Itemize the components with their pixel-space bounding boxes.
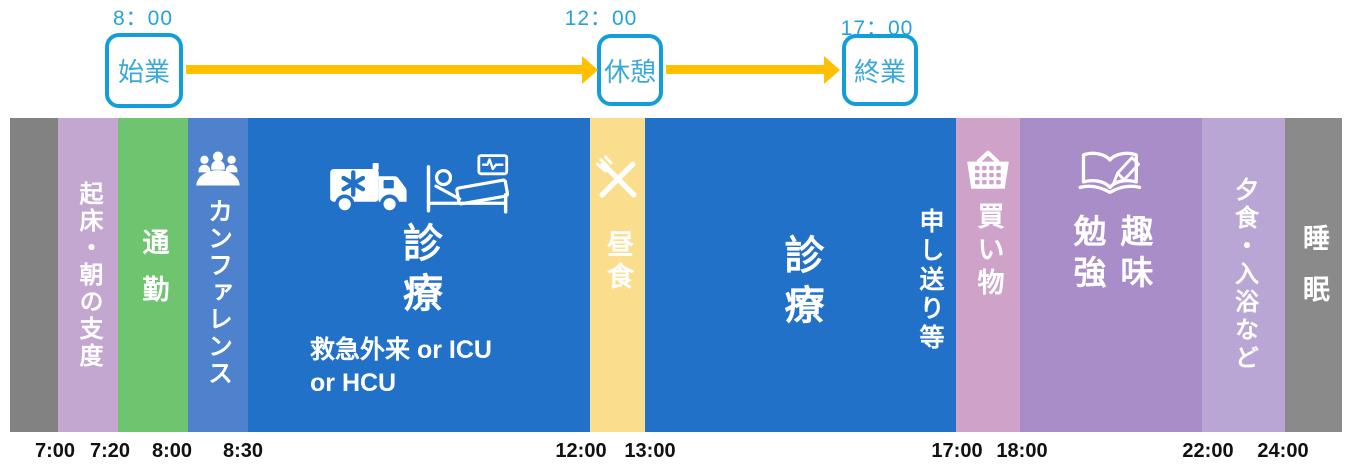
milestone-time-start: 8：00 xyxy=(112,7,174,30)
segment-lunch-label: 昼食 xyxy=(603,230,633,294)
axis-tick-0830: 8:30 xyxy=(222,440,264,462)
axis-tick-1700: 17:00 xyxy=(931,440,983,462)
segment-shopping-label: 買い物 xyxy=(973,202,1004,301)
segment-lunch: 昼食 xyxy=(590,118,645,432)
milestone-box-start: 始業 xyxy=(105,33,183,108)
segment-hobby-label: 趣味 xyxy=(1116,214,1153,296)
milestone-box-break: 休憩 xyxy=(597,34,663,106)
arrow-start-to-break xyxy=(186,65,583,74)
study-hobby-labels: 勉強 趣味 xyxy=(1069,214,1153,296)
milestone-label-start: 始業 xyxy=(117,57,170,87)
axis-tick-1200: 12:00 xyxy=(555,440,607,462)
arrow-start-to-break-head xyxy=(582,56,598,84)
axis-tick-0800: 8:00 xyxy=(151,440,193,462)
schedule-bar: 起床・朝の支度 通勤 カンファレンス xyxy=(10,118,1342,432)
axis-tick-1800: 18:00 xyxy=(996,440,1048,462)
book-pencil-icon xyxy=(1078,151,1142,194)
segment-care-pm-label: 診療 xyxy=(778,234,823,334)
segment-conference-label: カンファレンス xyxy=(204,198,233,387)
segment-care-pm: 診療 申し送り等 xyxy=(645,118,956,432)
segment-sleep: 睡眠 xyxy=(1285,118,1342,432)
milestone-label-break: 休憩 xyxy=(603,56,656,87)
segment-sleep-label: 睡眠 xyxy=(1299,224,1329,326)
cutlery-icon xyxy=(595,155,637,198)
arrow-break-to-end-head xyxy=(824,56,840,84)
axis-tick-0720: 7:20 xyxy=(89,440,131,462)
arrow-break-to-end xyxy=(666,65,825,74)
ambulance-icon xyxy=(330,162,407,214)
segment-shopping: 買い物 xyxy=(956,118,1020,432)
care-am-icons xyxy=(329,154,509,214)
segment-pre-wake xyxy=(10,118,58,432)
segment-care-am: 診療 救急外来 or ICU or HCU xyxy=(248,118,590,432)
segment-study-hobby: 勉強 趣味 xyxy=(1020,118,1202,432)
axis-tick-2400: 24:00 xyxy=(1257,440,1309,462)
segment-commute: 通勤 xyxy=(118,118,188,432)
meeting-icon xyxy=(196,151,240,186)
segment-care-pm-sublabel: 申し送り等 xyxy=(916,208,944,353)
milestone-label-end: 終業 xyxy=(853,56,906,87)
segment-evening: 夕食・入浴など xyxy=(1202,118,1285,432)
axis-tick-1300: 13:00 xyxy=(624,440,676,462)
segment-evening-label: 夕食・入浴など xyxy=(1230,177,1258,373)
segment-study-label: 勉強 xyxy=(1069,214,1106,296)
segment-commute-label: 通勤 xyxy=(138,228,169,322)
segment-conference: カンファレンス xyxy=(188,118,248,432)
axis-tick-2200: 22:00 xyxy=(1182,440,1234,462)
basket-icon xyxy=(967,150,1009,189)
milestone-time-break: 12：00 xyxy=(564,7,638,30)
axis-tick-0700: 7:00 xyxy=(34,440,76,462)
segment-wakeup: 起床・朝の支度 xyxy=(58,118,118,432)
segment-wakeup-label: 起床・朝の支度 xyxy=(75,180,102,370)
milestone-box-end: 終業 xyxy=(842,34,918,106)
segment-care-am-sublabel: 救急外来 or ICU or HCU xyxy=(310,336,492,397)
hospital-bed-icon xyxy=(426,154,509,214)
segment-care-am-label: 診療 xyxy=(397,222,441,322)
